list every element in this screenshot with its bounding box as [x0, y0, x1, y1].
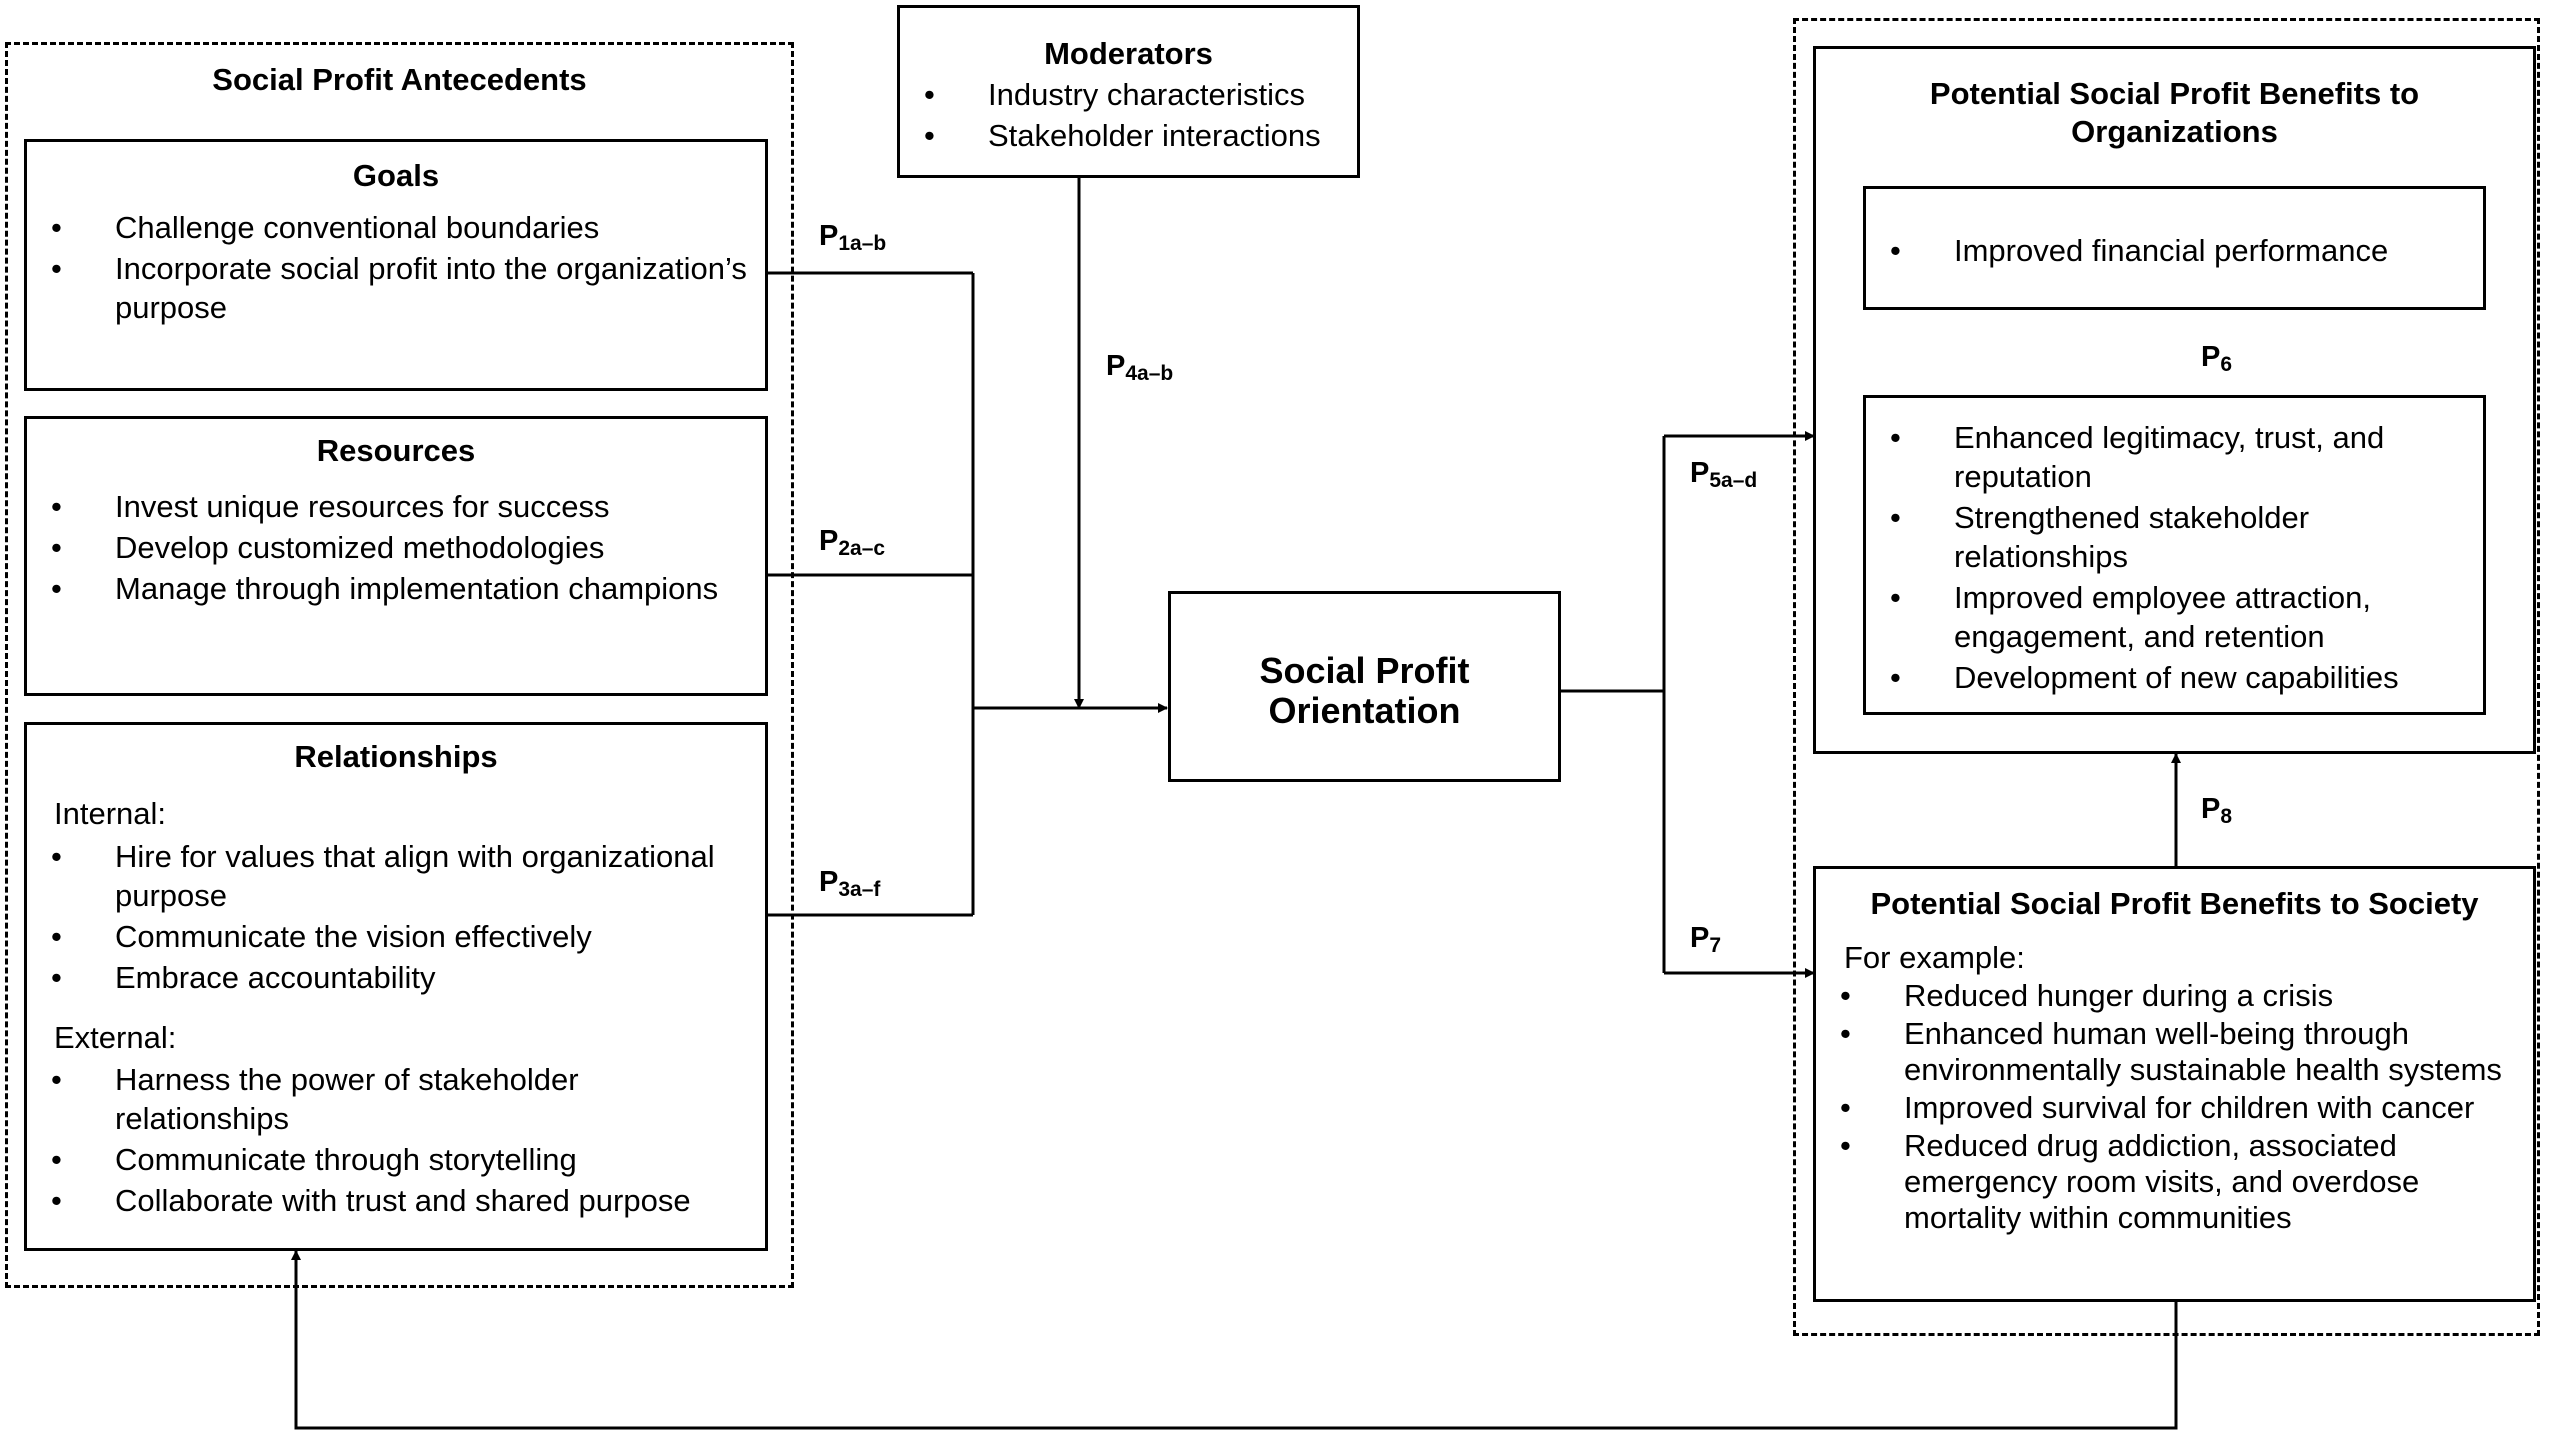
org-benefits-title-line1: Potential Social Profit Benefits to	[1929, 76, 2420, 111]
list-item: Industry characteristics	[900, 75, 1360, 114]
list-item: Invest unique resources for success	[27, 487, 757, 526]
list-item: Development of new capabilities	[1866, 658, 2426, 697]
antecedents-title: Social Profit Antecedents	[212, 62, 587, 97]
society-benefits-title: Potential Social Profit Benefits to Soci…	[1870, 886, 2479, 921]
proposition-label-p2: P2a–c	[819, 525, 886, 560]
benefits-container	[1793, 18, 2540, 1336]
proposition-label-p5: P5a–d	[1690, 457, 1758, 492]
list-item: Harness the power of stakeholder relatio…	[27, 1060, 757, 1138]
orientation-title-line1: Social Profit	[1259, 650, 1470, 691]
external-list: Harness the power of stakeholder relatio…	[27, 1060, 757, 1222]
proposition-label-p6: P6	[2201, 341, 2233, 376]
list-item: Improved survival for children with canc…	[1816, 1090, 2526, 1126]
resources-list: Invest unique resources for success Deve…	[27, 487, 757, 610]
financial-list: Improved financial performance	[1866, 231, 2476, 272]
list-item: Communicate the vision effectively	[27, 917, 757, 956]
list-item: Improved employee attraction, engagement…	[1866, 578, 2426, 656]
org-benefits-title-line2: Organizations	[2071, 114, 2278, 149]
list-item: Manage through implementation champions	[27, 569, 757, 608]
list-item: Improved financial performance	[1866, 231, 2476, 270]
list-item: Strengthened stakeholder relationships	[1866, 498, 2426, 576]
society-intro: For example:	[1844, 940, 2025, 975]
orientation-title-line2: Orientation	[1268, 690, 1461, 731]
proposition-label-p8: P8	[2201, 793, 2233, 828]
resources-box: Resources Invest unique resources for su…	[24, 416, 768, 696]
moderators-title: Moderators	[1044, 36, 1213, 71]
list-item: Challenge conventional boundaries	[27, 208, 747, 247]
antecedents-container	[5, 42, 794, 1288]
moderators-box: Moderators Industry characteristics Stak…	[897, 5, 1360, 178]
resources-title: Resources	[316, 433, 476, 468]
proposition-label-p7: P7	[1690, 922, 1722, 957]
society-list: Reduced hunger during a crisis Enhanced …	[1816, 978, 2526, 1238]
relationships-box: Relationships Internal: Hire for values …	[24, 722, 768, 1251]
list-item: Enhanced human well-being through enviro…	[1816, 1016, 2526, 1088]
proposition-label-p4: P4a–b	[1106, 350, 1174, 385]
list-item: Collaborate with trust and shared purpos…	[27, 1181, 757, 1220]
moderators-list: Industry characteristics Stakeholder int…	[900, 75, 1360, 157]
list-item: Hire for values that align with organiza…	[27, 837, 757, 915]
internal-list: Hire for values that align with organiza…	[27, 837, 757, 999]
goals-box: Goals Challenge conventional boundaries …	[24, 139, 768, 391]
goals-list: Challenge conventional boundaries Incorp…	[27, 208, 747, 329]
list-item: Embrace accountability	[27, 958, 757, 997]
list-item: Develop customized methodologies	[27, 528, 757, 567]
list-item: Reduced drug addiction, associated emerg…	[1816, 1128, 2526, 1236]
list-item: Enhanced legitimacy, trust, and reputati…	[1866, 418, 2426, 496]
proposition-label-p1: P1a–b	[819, 220, 887, 255]
internal-label: Internal:	[54, 796, 167, 831]
intermediate-list: Enhanced legitimacy, trust, and reputati…	[1866, 418, 2426, 699]
intermediate-benefits-box: Enhanced legitimacy, trust, and reputati…	[1863, 395, 2486, 715]
orientation-box: Social Profit Orientation	[1168, 591, 1561, 782]
goals-title: Goals	[352, 158, 440, 193]
list-item: Stakeholder interactions	[900, 116, 1360, 155]
society-benefits-box: Potential Social Profit Benefits to Soci…	[1813, 866, 2536, 1302]
external-label: External:	[54, 1020, 177, 1055]
proposition-label-p3: P3a–f	[819, 866, 881, 901]
feedback-loop-arrow	[291, 1250, 2178, 1430]
list-item: Incorporate social profit into the organ…	[27, 249, 747, 327]
list-item: Reduced hunger during a crisis	[1816, 978, 2526, 1014]
relationships-title: Relationships	[294, 739, 498, 774]
list-item: Communicate through storytelling	[27, 1140, 757, 1179]
financial-box: Improved financial performance	[1863, 186, 2486, 310]
